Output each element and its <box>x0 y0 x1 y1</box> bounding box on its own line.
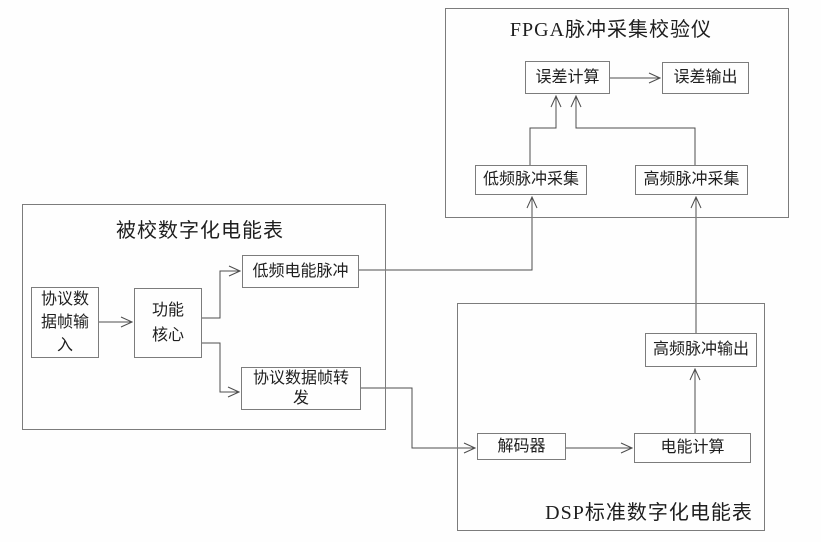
decoder-box: 解码器 <box>477 433 566 460</box>
protocol-data-frame-forward-box: 协议数据帧转 发 <box>241 367 361 410</box>
protocol-data-frame-input-box: 协议数 据帧输 入 <box>31 287 99 358</box>
arrow-core-to-lf-energy-pulse <box>202 271 240 319</box>
meter-under-test-title: 被校数字化电能表 <box>116 220 284 242</box>
low-freq-pulse-capture-box: 低频脉冲采集 <box>475 165 587 195</box>
error-output-box: 误差输出 <box>662 62 749 94</box>
energy-calculation-box: 电能计算 <box>634 433 751 463</box>
arrow-lf-capture-to-error-calc <box>529 96 556 165</box>
dsp-meter-box <box>457 303 765 531</box>
fpga-verifier-title: FPGA脉冲采集校验仪 <box>509 19 713 41</box>
arrow-lf-energy-pulse-to-lf-capture <box>359 197 532 271</box>
arrow-hf-capture-to-error-calc <box>576 96 696 165</box>
meter-under-test-box <box>22 204 386 430</box>
arrow-core-to-protocol-forward <box>202 342 239 392</box>
error-calculation-box: 误差计算 <box>525 61 610 94</box>
function-core-box: 功能 核心 <box>134 288 202 358</box>
dsp-meter-title: DSP标准数字化电能表 <box>545 502 753 524</box>
arrow-protocol-forward-to-decoder <box>361 387 475 448</box>
fpga-verifier-box <box>445 8 789 218</box>
high-freq-pulse-output-box: 高频脉冲输出 <box>645 333 757 367</box>
low-freq-energy-pulse-box: 低频电能脉冲 <box>242 255 359 288</box>
high-freq-pulse-capture-box: 高频脉冲采集 <box>635 165 748 195</box>
